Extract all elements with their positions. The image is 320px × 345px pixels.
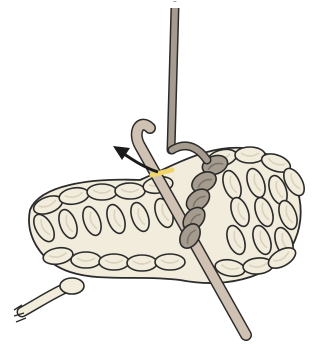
crocheted-fabric bbox=[29, 146, 308, 283]
yarn-tail bbox=[14, 278, 84, 322]
